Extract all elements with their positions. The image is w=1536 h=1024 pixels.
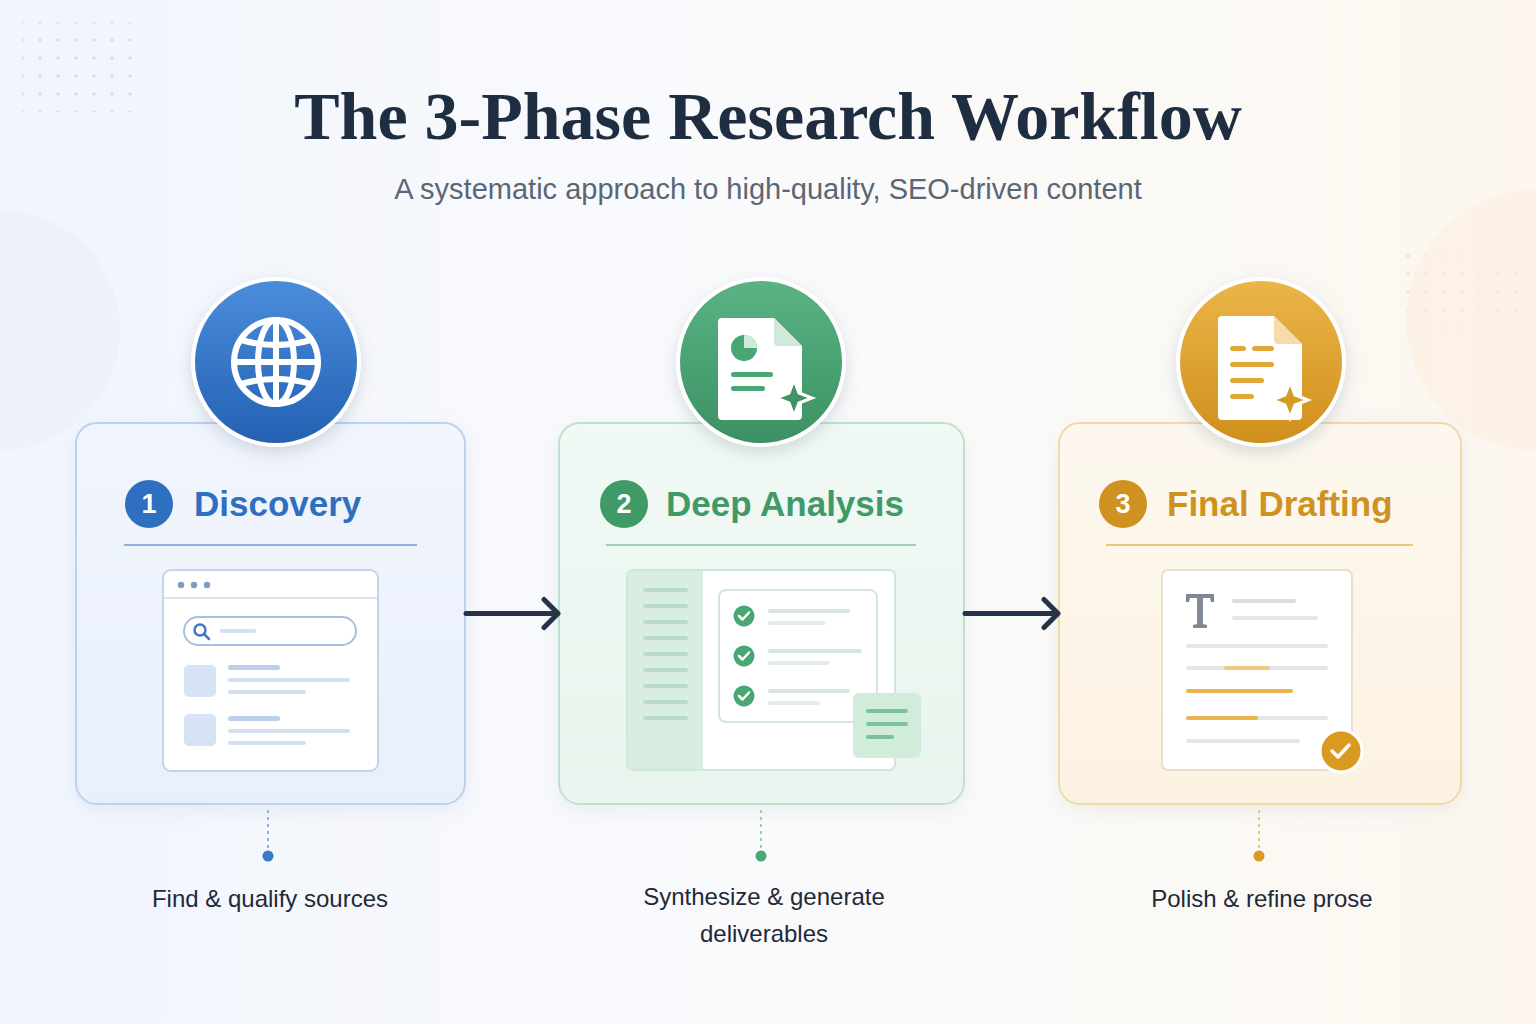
phase-heading: Discovery <box>194 482 361 526</box>
phase-heading: Final Drafting <box>1167 482 1393 526</box>
diagram-subtitle: A systematic approach to high-quality, S… <box>0 170 1536 208</box>
step-number: 3 <box>1115 489 1130 520</box>
phase-description: Synthesize & generate deliverables <box>614 878 914 952</box>
dot-grid <box>1400 250 1520 330</box>
phase-card: Deep AnalysisSynthesize & generate deliv… <box>558 422 965 805</box>
step-number-badge: 1 <box>125 480 173 528</box>
flow-arrow <box>965 600 1058 628</box>
phase-card: Final DraftingPolish & refine prose3 <box>1058 422 1462 805</box>
step-number: 2 <box>616 489 631 520</box>
step-number-badge: 3 <box>1099 480 1147 528</box>
leader-line <box>263 810 274 862</box>
leader-line <box>756 810 767 862</box>
flow-arrow <box>466 600 558 628</box>
step-number-badge: 2 <box>600 480 648 528</box>
step-number: 1 <box>141 489 156 520</box>
leader-line <box>1254 810 1265 862</box>
bg-blob <box>1406 190 1536 450</box>
phase-description: Polish & refine prose <box>1072 880 1452 917</box>
phase-description: Find & qualify sources <box>80 880 460 917</box>
diagram-title: The 3-Phase Research Workflow <box>0 72 1536 160</box>
phase-heading: Deep Analysis <box>666 482 904 526</box>
dot-grid <box>22 22 132 112</box>
phase-card: DiscoveryFind & qualify sources1 <box>75 422 466 805</box>
bg-blob <box>0 210 120 450</box>
